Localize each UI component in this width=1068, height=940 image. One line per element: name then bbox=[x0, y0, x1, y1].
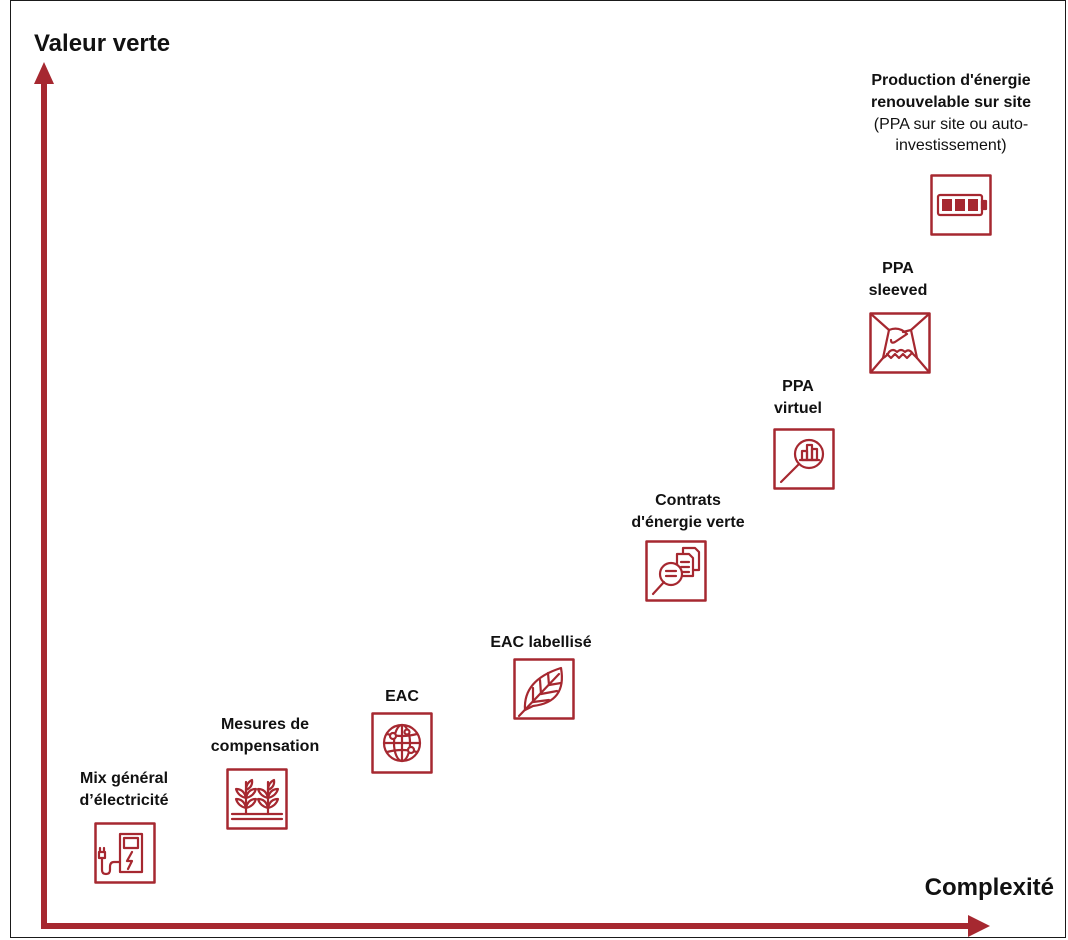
step-title-line: EAC bbox=[385, 688, 419, 705]
x-axis-title: Complexité bbox=[924, 874, 1054, 901]
step-label-ppa-sleeved: PPA sleeved bbox=[858, 258, 938, 302]
diagram-frame bbox=[10, 0, 1066, 938]
step-title-line: PPA bbox=[882, 260, 914, 277]
step-title-line: virtuel bbox=[773, 400, 822, 417]
step-label-contrats: Contrats d'énergie verte bbox=[616, 490, 760, 534]
step-label-mix-general: Mix général d’électricité bbox=[56, 768, 192, 812]
step-title-line: Mesures de bbox=[220, 716, 310, 733]
step-title-line: Production d'énergie bbox=[871, 72, 1031, 89]
step-title-line: renouvelable sur site bbox=[870, 94, 1032, 111]
step-title-line: compensation bbox=[210, 738, 320, 755]
step-label-ppa-virtuel: PPA virtuel bbox=[758, 376, 838, 420]
step-label-eac: EAC bbox=[352, 686, 452, 708]
step-note-line: (PPA sur site ou auto- bbox=[873, 116, 1029, 133]
sprouts-icon bbox=[226, 768, 288, 830]
step-title-line: d’électricité bbox=[79, 792, 169, 809]
y-axis-arrowhead bbox=[34, 62, 54, 84]
leaf-icon bbox=[513, 658, 575, 720]
step-title-line: d'énergie verte bbox=[631, 514, 745, 531]
step-label-eac-labellise: EAC labellisé bbox=[466, 632, 616, 654]
step-title-line: Mix général bbox=[79, 770, 169, 787]
step-title-line: EAC labellisé bbox=[490, 634, 592, 651]
step-title-line: sleeved bbox=[868, 282, 928, 299]
step-title-line: PPA bbox=[782, 378, 814, 395]
step-title-line: Contrats bbox=[655, 492, 721, 509]
document-search-icon bbox=[645, 540, 707, 602]
step-note-line: investissement) bbox=[895, 137, 1007, 154]
handshake-icon bbox=[869, 312, 931, 374]
ev-charger-icon bbox=[94, 822, 156, 884]
step-label-compensation: Mesures de compensation bbox=[190, 714, 340, 758]
y-axis-title: Valeur verte bbox=[34, 30, 171, 57]
globe-network-icon bbox=[371, 712, 433, 774]
step-label-production-sur-site: Production d'énergie renouvelable sur si… bbox=[846, 70, 1056, 156]
battery-icon bbox=[930, 174, 992, 236]
x-axis-arrowhead bbox=[968, 915, 990, 937]
chart-magnifier-icon bbox=[773, 428, 835, 490]
